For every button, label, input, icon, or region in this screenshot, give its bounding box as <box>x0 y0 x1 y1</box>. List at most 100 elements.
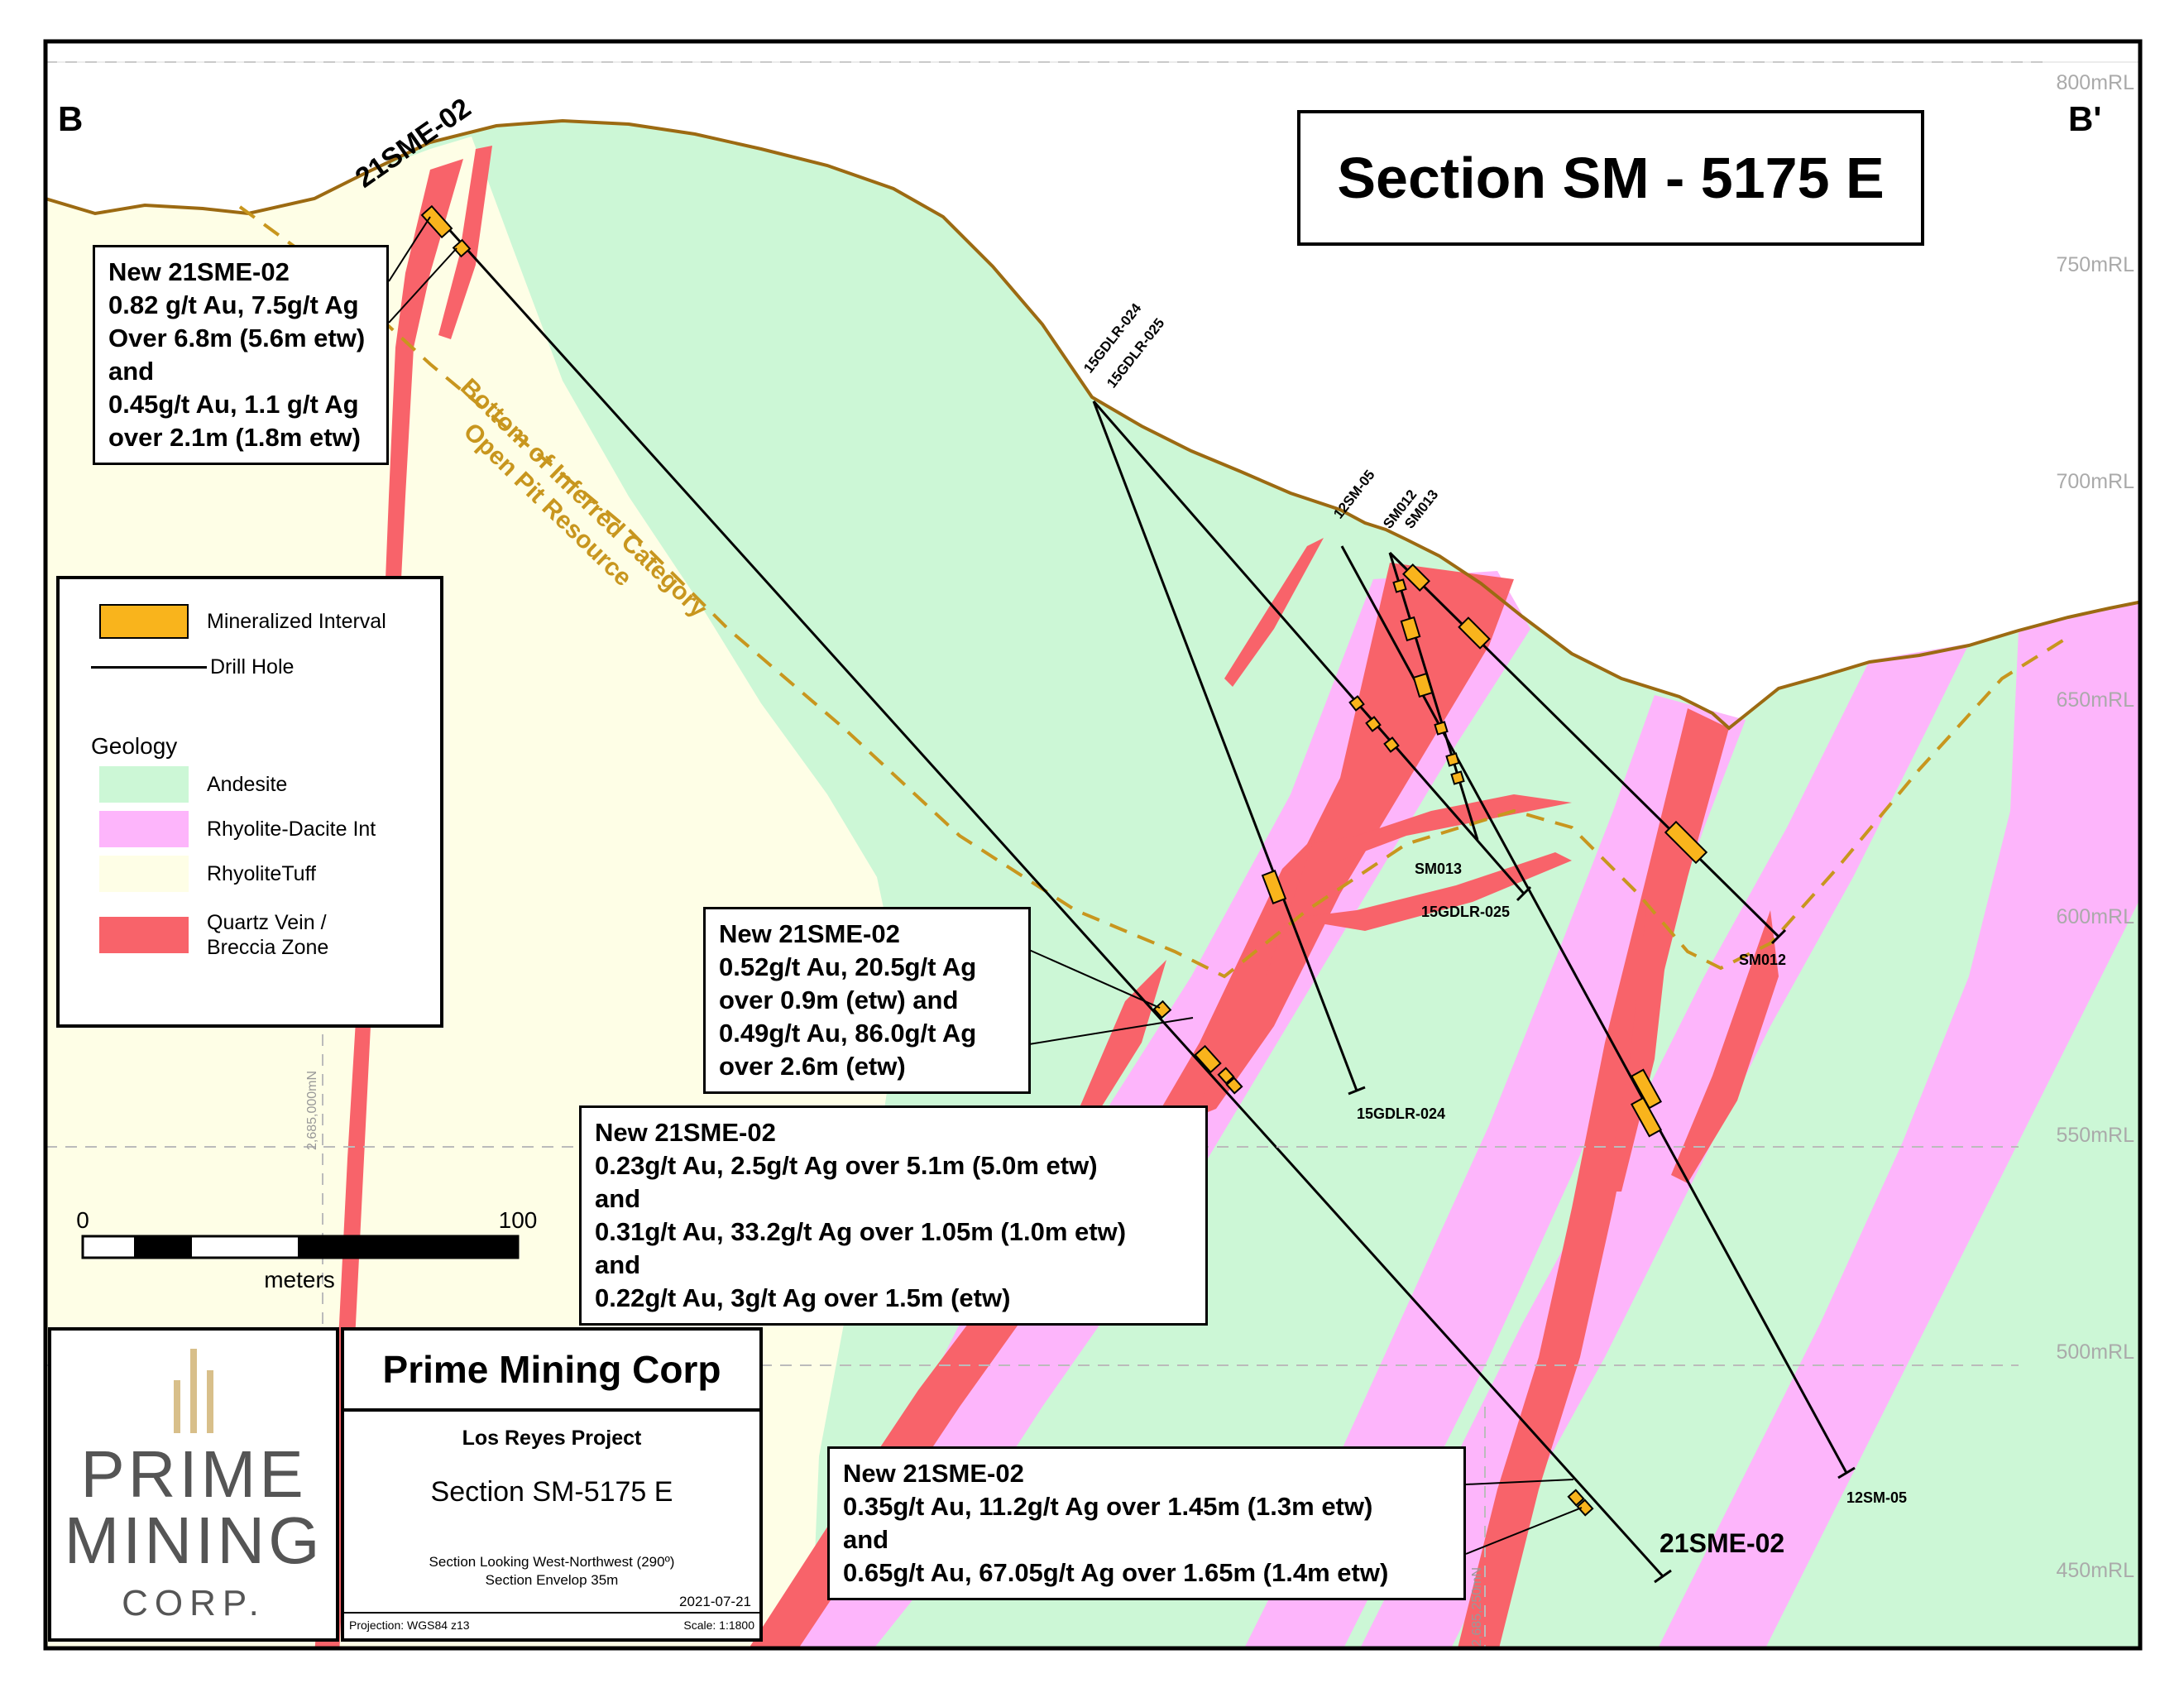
legend-item-rhyolite-tuff: RhyoliteTuff <box>99 856 316 892</box>
quartz-vein <box>1224 538 1324 687</box>
callout-line: 0.31g/t Au, 33.2g/t Ag over 1.05m (1.0m … <box>595 1217 1127 1246</box>
logo-word-corp: CORP. <box>122 1583 266 1623</box>
northing-label: 2,685,000mN <box>305 1071 319 1150</box>
callout-line: 0.23g/t Au, 2.5g/t Ag over 5.1m (5.0m et… <box>595 1151 1098 1180</box>
drill-hole-end-tick <box>1770 928 1787 945</box>
section-end-left: B <box>58 99 83 138</box>
logo-word-prime: PRIME <box>80 1437 307 1511</box>
callout-line: 0.52g/t Au, 20.5g/t Ag <box>719 952 977 981</box>
title-block-company: Prime Mining Corp <box>344 1331 759 1412</box>
drill-hole-label-15gdlr-024-end[interactable]: 15GDLR-024 <box>1357 1105 1445 1122</box>
elevation-label: 650mRL <box>2057 688 2135 712</box>
legend-swatch-mineralized <box>99 604 189 639</box>
legend-label: Breccia Zone <box>207 936 329 959</box>
drill-hole-15gdlr-024[interactable] <box>1092 400 1358 1091</box>
section-end-right: B' <box>2068 99 2101 138</box>
title-block-note1: Section Looking West-Northwest (290º) <box>429 1554 675 1570</box>
quartz-vein <box>1307 794 1572 861</box>
callout-top: New 21SME-02 0.82 g/t Au, 7.5g/t Ag Over… <box>93 245 389 465</box>
topography-line <box>46 118 2140 731</box>
callout-line: New 21SME-02 <box>595 1118 776 1147</box>
callout-line: over 2.1m (1.8m etw) <box>108 423 361 452</box>
callout-bottom: New 21SME-02 0.35g/t Au, 11.2g/t Ag over… <box>827 1446 1466 1600</box>
drill-hole-12sm-05[interactable] <box>1340 545 1848 1474</box>
callout-line: and <box>595 1250 641 1279</box>
callout-line: 0.35g/t Au, 11.2g/t Ag over 1.45m (1.3m … <box>843 1492 1373 1521</box>
elevation-label: 700mRL <box>2057 470 2135 493</box>
drill-hole-label-sm012-end[interactable]: SM012 <box>1739 952 1786 968</box>
northing-label: 2,685,250mN <box>1470 1567 1484 1647</box>
callout-line: over 2.6m (etw) <box>719 1052 906 1081</box>
title-block-note2: Section Envelop 35m <box>485 1572 619 1588</box>
callout-line: 0.22g/t Au, 3g/t Ag over 1.5m (etw) <box>595 1283 1011 1312</box>
callout-line: 0.82 g/t Au, 7.5g/t Ag <box>108 290 359 319</box>
drill-hole-label-12sm-05-end[interactable]: 12SM-05 <box>1846 1489 1907 1506</box>
legend-label: Drill Hole <box>210 655 295 679</box>
rhyolite-dacite-band <box>1658 602 2140 1648</box>
elevation-label: 750mRL <box>2057 253 2135 276</box>
drill-hole-21sme-02[interactable] <box>429 207 1664 1578</box>
drill-hole-label-15gdlr-025-end[interactable]: 15GDLR-025 <box>1421 904 1510 920</box>
andesite-sliver <box>753 389 827 521</box>
quartz-vein <box>1671 910 1779 1183</box>
legend-item-drill-hole: Drill Hole <box>91 655 294 679</box>
drill-hole-15gdlr-025[interactable] <box>1092 400 1525 894</box>
legend-item-andesite: Andesite <box>99 766 287 803</box>
legend-label: Andesite <box>207 772 288 796</box>
legend-label: Mineralized Interval <box>207 609 386 633</box>
prime-logo-mark-icon <box>174 1349 213 1433</box>
callout-line: New 21SME-02 <box>108 257 290 286</box>
title-block-section: Section SM-5175 E <box>430 1476 673 1508</box>
elevation-label: 550mRL <box>2057 1124 2135 1147</box>
title-block-projection: Projection: WGS84 z13 <box>349 1618 470 1632</box>
title-block-divider <box>344 1612 759 1614</box>
drill-hole-label-sm013-end[interactable]: SM013 <box>1415 861 1462 877</box>
drill-hole-end-tick <box>1837 1466 1856 1479</box>
drill-hole-end-tick <box>1348 1086 1366 1096</box>
legend-heading: Geology <box>91 733 178 759</box>
legend-swatch-drill-hole <box>91 666 207 669</box>
title-block-date: 2021-07-21 <box>679 1594 751 1609</box>
logo-word-mining: MINING <box>64 1503 323 1577</box>
elevation-label: 600mRL <box>2057 905 2135 928</box>
andesite-sliver <box>529 131 745 389</box>
quartz-vein <box>314 159 463 1648</box>
scale-unit-label: meters <box>264 1267 335 1292</box>
legend-item-mineralized: Mineralized Interval <box>99 604 386 639</box>
quartz-vein <box>1605 910 1671 1192</box>
drill-hole-end-tick <box>1516 885 1532 902</box>
callout-line: 0.49g/t Au, 86.0g/t Ag <box>719 1019 977 1048</box>
quartz-vein <box>438 146 492 339</box>
title-block: Prime Mining Corp Los Reyes Project Sect… <box>341 1327 763 1642</box>
drill-hole-sm012[interactable] <box>1388 551 1780 938</box>
scale-end-label: 100 <box>499 1207 538 1233</box>
callout-line: over 0.9m (etw) and <box>719 985 959 1014</box>
legend-item-rhyolite-dacite: Rhyolite-Dacite Int <box>99 811 376 847</box>
legend: Mineralized Interval Drill Hole Geology … <box>56 576 443 1028</box>
map-frame <box>43 39 2143 1651</box>
elevation-label: 450mRL <box>2057 1559 2135 1582</box>
callout-line: Over 6.8m (5.6m etw) <box>108 324 366 352</box>
drill-hole-sm013[interactable] <box>1388 552 1479 841</box>
legend-swatch-rhyolite-dacite <box>99 811 189 847</box>
callout-line: 0.65g/t Au, 67.05g/t Ag over 1.65m (1.4m… <box>843 1558 1389 1587</box>
drill-hole-end-tick <box>1654 1569 1672 1584</box>
section-title-box: Section SM - 5175 E <box>1297 110 1924 246</box>
logo-panel: PRIME MINING CORP. <box>48 1327 339 1642</box>
rhyolite-dacite-band <box>1244 695 1746 1648</box>
title-block-project: Los Reyes Project <box>462 1427 642 1450</box>
callout-line: and <box>108 357 155 386</box>
legend-label: Quartz Vein / <box>207 911 327 934</box>
quartz-vein <box>1142 836 1315 1142</box>
legend-swatch-quartz-vein <box>99 917 189 953</box>
legend-swatch-andesite <box>99 766 189 803</box>
andesite-sliver <box>707 298 782 496</box>
legend-label: RhyoliteTuff <box>207 861 317 885</box>
callout-line: New 21SME-02 <box>843 1459 1024 1488</box>
drill-hole-label-21sme-02-end[interactable]: 21SME-02 <box>1660 1528 1784 1558</box>
callout-leader-lines <box>388 216 1583 1555</box>
quartz-vein <box>1291 852 1572 931</box>
pit-outline <box>238 205 2070 979</box>
legend-item-quartz-vein: Quartz Vein / Breccia Zone <box>99 910 328 960</box>
